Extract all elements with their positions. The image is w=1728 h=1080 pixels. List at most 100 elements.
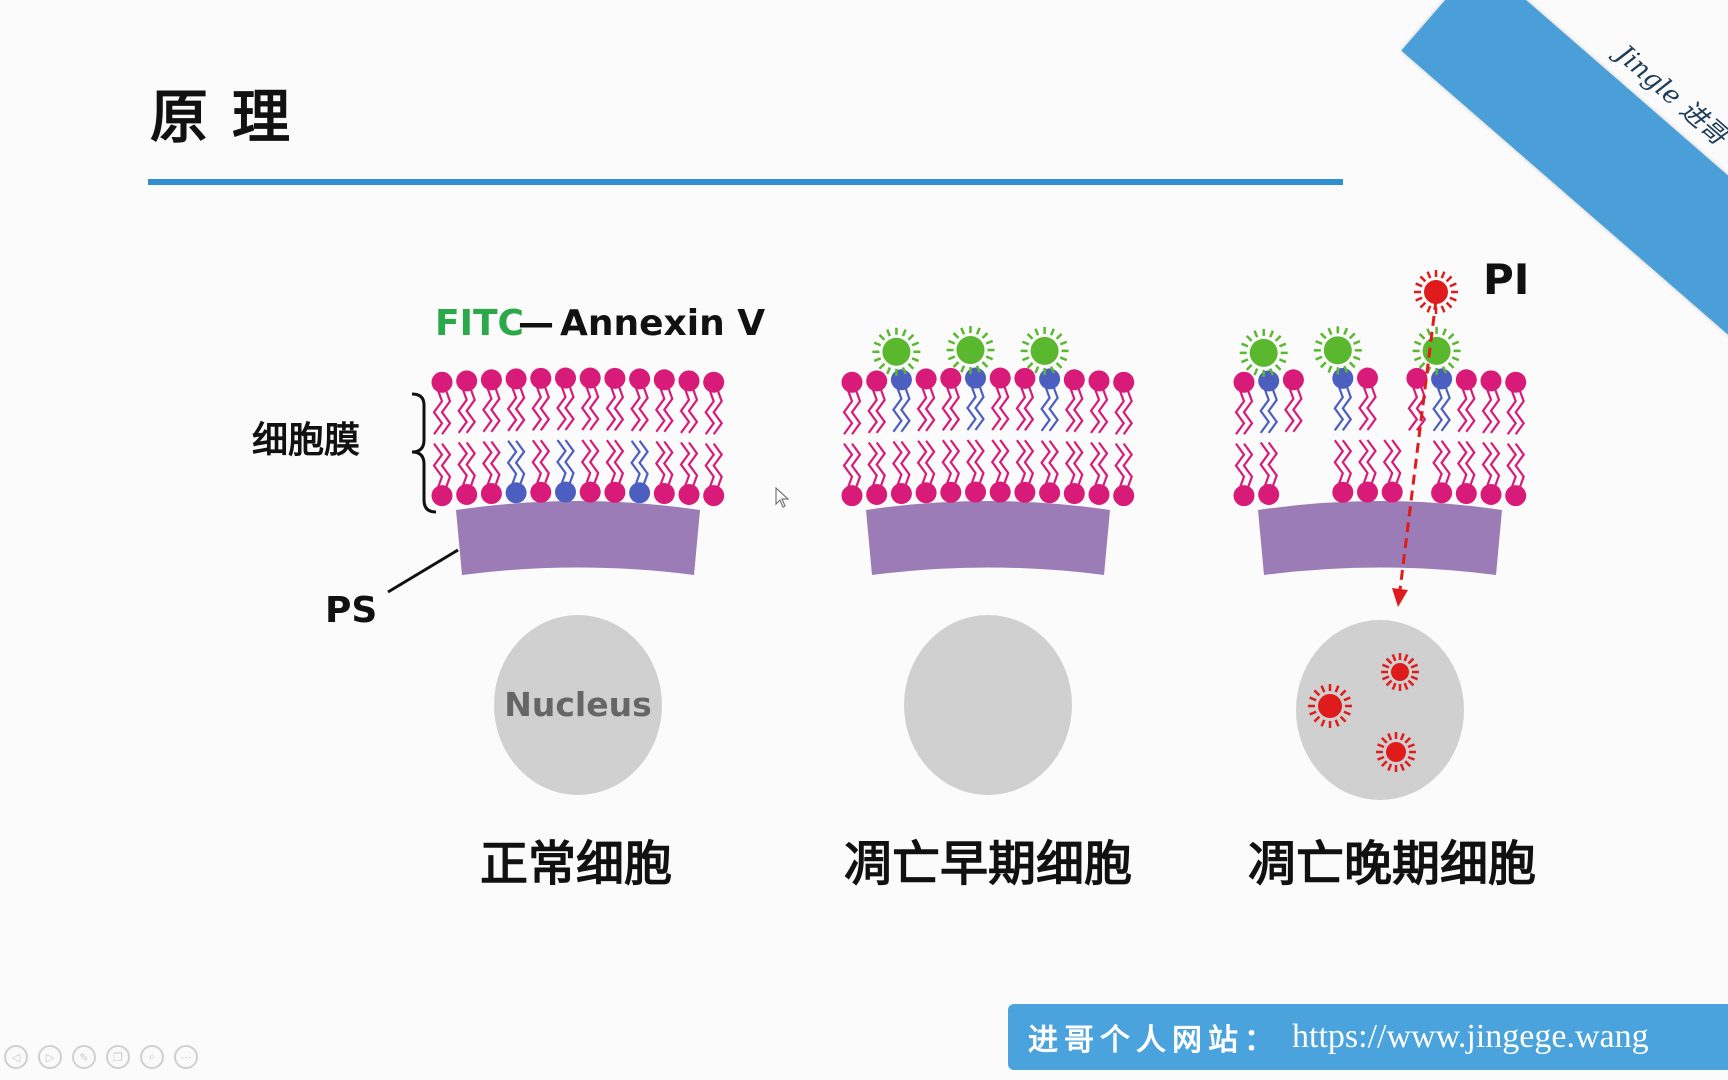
lipid-tail bbox=[1407, 385, 1419, 431]
lipid-head bbox=[890, 483, 912, 505]
cytoplasm bbox=[1258, 501, 1502, 575]
ps-head bbox=[1258, 370, 1280, 392]
play-icon[interactable]: ▷ bbox=[38, 1045, 62, 1069]
burst-ray bbox=[1380, 736, 1388, 744]
burst-ray bbox=[1419, 301, 1427, 309]
lipid-tail bbox=[1114, 389, 1126, 435]
lipid-tail bbox=[974, 385, 985, 431]
late-apoptotic-cell bbox=[1233, 326, 1527, 800]
burst-ray bbox=[981, 361, 989, 368]
lipid-tail bbox=[440, 442, 452, 489]
burst-ray bbox=[1026, 333, 1034, 340]
pi-entry-arrow bbox=[1398, 299, 1438, 591]
lipid-tail bbox=[679, 441, 691, 487]
burst-ray bbox=[907, 333, 915, 341]
lipid-tail bbox=[1358, 439, 1369, 485]
ps-head bbox=[1431, 368, 1453, 390]
lipid-tail bbox=[531, 385, 543, 431]
burst-ray bbox=[1055, 333, 1063, 340]
lipid-tail bbox=[1464, 387, 1476, 433]
burst-ray bbox=[1059, 340, 1068, 346]
burst-ray bbox=[1387, 733, 1393, 741]
lipid-head bbox=[866, 483, 888, 505]
burst-ray bbox=[1410, 675, 1419, 681]
lipid-tail bbox=[638, 440, 649, 486]
lipid-head bbox=[1505, 485, 1527, 507]
burst-ray bbox=[1377, 743, 1385, 749]
slide-title: 原理 bbox=[150, 83, 315, 151]
nucleus bbox=[1296, 620, 1464, 800]
lipid-tail bbox=[1440, 386, 1451, 432]
burst-core bbox=[956, 336, 985, 365]
burst-ray bbox=[1426, 305, 1432, 313]
burst-ray bbox=[1049, 366, 1055, 374]
lipid-tail bbox=[1242, 442, 1254, 489]
lipid-tail bbox=[1267, 441, 1279, 487]
burst-ray bbox=[873, 357, 882, 363]
lipid-head bbox=[915, 368, 937, 390]
lipid-tail bbox=[1259, 441, 1271, 487]
lipid-tail bbox=[712, 389, 724, 435]
lipid-tail bbox=[966, 439, 977, 485]
lipid-tail bbox=[900, 440, 911, 486]
website-link[interactable]: https://www.jingege.wang bbox=[1292, 1018, 1649, 1055]
lipid-head bbox=[1332, 481, 1354, 503]
lipid-head bbox=[841, 371, 863, 393]
burst-ray bbox=[1309, 696, 1317, 702]
burst-core bbox=[1422, 336, 1451, 365]
copy-icon[interactable]: ❐ bbox=[106, 1045, 130, 1069]
lipid-tail bbox=[514, 386, 526, 432]
burst-ray bbox=[1034, 328, 1040, 336]
burst-ray bbox=[911, 341, 920, 347]
pi-label: PI bbox=[1483, 255, 1529, 304]
burst-ray bbox=[1449, 296, 1457, 302]
burst-ray bbox=[1381, 663, 1390, 669]
lipid-tail bbox=[1415, 385, 1427, 431]
zoom-icon[interactable]: ⌕ bbox=[140, 1045, 164, 1069]
membrane-brace bbox=[411, 392, 437, 514]
lipid-tail bbox=[900, 387, 911, 433]
lipid-tail bbox=[687, 388, 699, 434]
lipid-tail bbox=[1097, 441, 1109, 487]
lipid-tail bbox=[1284, 387, 1295, 433]
lipid-head bbox=[1455, 369, 1477, 391]
lipid-tail bbox=[482, 440, 493, 486]
lipid-tail bbox=[1064, 387, 1076, 433]
lipid-head bbox=[604, 481, 626, 503]
lipid-tail bbox=[1023, 439, 1035, 485]
burst-ray bbox=[1269, 368, 1275, 376]
burst-ray bbox=[1021, 340, 1030, 346]
burst-core bbox=[1030, 336, 1059, 365]
burst-ray bbox=[947, 355, 956, 361]
lipid-head bbox=[505, 368, 527, 390]
lipid-head bbox=[1381, 481, 1403, 503]
burst-ray bbox=[1413, 356, 1422, 362]
burst-ray bbox=[975, 365, 981, 373]
lipid-head bbox=[1088, 483, 1110, 505]
burst-ray bbox=[1313, 689, 1321, 697]
pen-icon[interactable]: ✎ bbox=[72, 1045, 96, 1069]
burst-ray bbox=[1440, 305, 1446, 313]
lipid-tail bbox=[1390, 439, 1402, 485]
burst-ray bbox=[1407, 743, 1415, 749]
caption-normal-cell: 正常细胞 bbox=[480, 836, 672, 892]
burst-ray bbox=[1274, 364, 1282, 371]
burst-ray bbox=[1399, 763, 1405, 771]
burst-ray bbox=[1419, 275, 1427, 283]
lipid-tail bbox=[1097, 388, 1109, 434]
annexin-fitc-marker bbox=[1239, 328, 1288, 377]
annexin-fitc-marker bbox=[1313, 326, 1362, 375]
burst-ray bbox=[911, 357, 920, 363]
lipid-tail bbox=[924, 440, 936, 486]
burst-ray bbox=[878, 333, 886, 341]
lipid-head bbox=[431, 371, 453, 393]
mouse-cursor-icon bbox=[775, 487, 790, 508]
lipid-tail bbox=[662, 440, 674, 486]
lipid-tail bbox=[1514, 389, 1526, 435]
burst-ray bbox=[1353, 339, 1361, 345]
lipid-tail bbox=[941, 439, 953, 485]
burst-ray bbox=[1241, 358, 1249, 364]
membrane-label: 细胞膜 bbox=[252, 420, 360, 461]
more-icon[interactable]: ⋯ bbox=[174, 1045, 198, 1069]
prev-icon[interactable]: ◁ bbox=[4, 1045, 28, 1069]
